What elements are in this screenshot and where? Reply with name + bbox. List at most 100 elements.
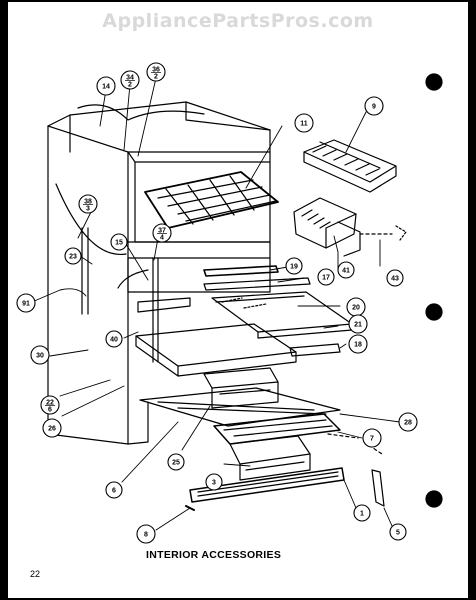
callout-label: 34	[126, 75, 134, 82]
callout-label: 30	[36, 353, 44, 360]
callout-circle	[40, 395, 60, 415]
callout-label: 36	[152, 67, 160, 74]
callout-sub-label: 2	[128, 82, 132, 89]
callout-circle	[337, 261, 355, 279]
callout-15: 15	[110, 233, 128, 251]
callout-17: 17	[317, 268, 335, 286]
callout-label: 37	[158, 228, 166, 235]
shelf-trim	[289, 343, 341, 357]
callout-34: 342	[120, 70, 140, 90]
crisper-drawer-lower	[213, 413, 341, 445]
callout-circle	[96, 76, 116, 96]
callout-label: 9	[372, 104, 376, 111]
callout-22: 226	[40, 395, 60, 415]
callout-label: 28	[404, 420, 412, 427]
callout-30: 30	[30, 345, 50, 365]
ice-maker-assembly	[293, 197, 361, 257]
callout-7: 7	[362, 428, 382, 448]
callout-label: 25	[172, 460, 180, 467]
callout-label: 7	[370, 436, 374, 443]
callout-label: 40	[110, 337, 118, 344]
callout-37: 374	[152, 223, 172, 243]
callout-circle	[167, 453, 185, 471]
crisper-cover	[139, 387, 341, 427]
callout-5: 5	[389, 523, 407, 541]
callout-circle	[30, 345, 50, 365]
callout-38: 383	[78, 194, 98, 214]
callout-43: 43	[386, 269, 404, 287]
callout-label: 8	[144, 532, 148, 539]
callout-sub-label: 3	[86, 206, 90, 213]
callout-label: 11	[300, 121, 308, 128]
callout-label: 17	[322, 275, 330, 282]
binder-hole-middle	[425, 303, 443, 321]
callout-23: 23	[64, 247, 82, 265]
refrigerator-shelf	[135, 323, 297, 377]
grille-side-bracket	[371, 469, 385, 507]
callout-1: 1	[353, 504, 371, 522]
callout-circle	[294, 113, 314, 133]
callout-circle	[389, 523, 407, 541]
callout-circle	[362, 428, 382, 448]
callout-circle	[42, 418, 62, 438]
callout-sub-label: 6	[48, 407, 52, 414]
diagram-page: AppliancePartsPros.com	[8, 2, 468, 598]
callout-14: 14	[96, 76, 116, 96]
callout-label: 26	[48, 426, 56, 433]
callout-26: 26	[42, 418, 62, 438]
callout-circle	[120, 70, 140, 90]
binder-hole-bottom	[425, 490, 443, 508]
callout-3: 3	[205, 473, 223, 491]
callout-label: 21	[354, 322, 362, 329]
callout-6: 6	[105, 481, 123, 499]
callout-circle	[353, 504, 371, 522]
callout-label: 91	[22, 301, 30, 308]
callout-label: 23	[69, 254, 77, 261]
callout-label: 43	[391, 276, 399, 283]
watermark: AppliancePartsPros.com	[102, 10, 374, 32]
callout-label: 19	[290, 264, 298, 271]
freezer-wire-shelf	[144, 171, 279, 229]
callout-label: 1	[360, 511, 364, 518]
callout-circle	[386, 269, 404, 287]
callout-11: 11	[294, 113, 314, 133]
exploded-parts-diagram: 1434236211938337415231917414391202140183…	[16, 62, 443, 544]
callout-label: 18	[354, 342, 362, 349]
callout-36: 362	[146, 62, 166, 82]
meat-drawer	[229, 435, 311, 481]
callout-circle	[110, 233, 128, 251]
diagram-caption: INTERIOR ACCESSORIES	[146, 549, 282, 561]
glass-shelf-frame	[211, 291, 353, 339]
callout-circle	[348, 334, 368, 354]
callout-label: 5	[396, 530, 400, 537]
callout-18: 18	[348, 334, 368, 354]
ice-tray	[303, 139, 397, 193]
callout-28: 28	[398, 412, 418, 432]
binder-hole-top	[425, 73, 443, 91]
page-number: 22	[30, 569, 41, 579]
callout-circle	[364, 96, 384, 116]
callout-label: 6	[112, 488, 116, 495]
callout-19: 19	[285, 257, 303, 275]
callout-circle	[348, 314, 368, 334]
cabinet-liner	[47, 101, 271, 445]
callout-circle	[136, 524, 156, 544]
callout-circle	[398, 412, 418, 432]
callout-circle	[317, 268, 335, 286]
callout-circle	[78, 194, 98, 214]
callout-circle	[105, 330, 123, 348]
callout-circle	[205, 473, 223, 491]
callout-label: 38	[84, 199, 92, 206]
callout-sub-label: 2	[154, 74, 158, 81]
callout-circle	[64, 247, 82, 265]
callout-21: 21	[348, 314, 368, 334]
callout-label: 14	[102, 84, 110, 91]
callout-label: 15	[115, 240, 123, 247]
callout-circle	[285, 257, 303, 275]
crisper-drawer-upper	[203, 367, 279, 409]
callout-8: 8	[136, 524, 156, 544]
callout-20: 20	[346, 297, 366, 317]
callout-label: 20	[352, 305, 360, 312]
callout-41: 41	[337, 261, 355, 279]
leader-lines	[31, 77, 401, 531]
